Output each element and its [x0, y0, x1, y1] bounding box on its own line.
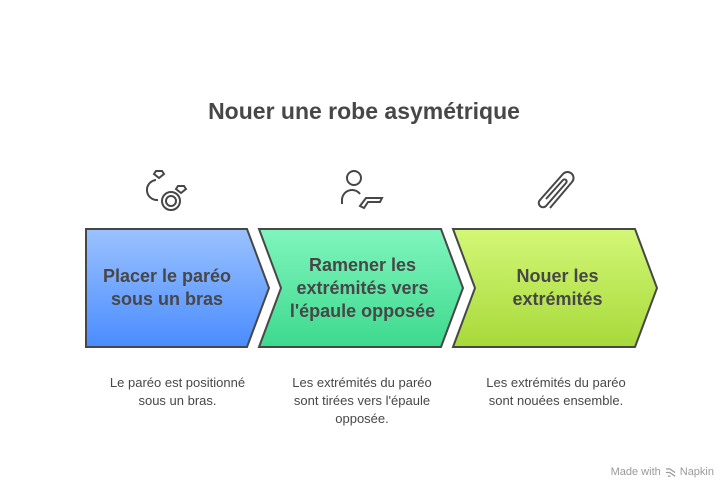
step-2-label: Ramener les extrémités vers l'épaule opp… [289, 254, 436, 321]
step-1-label: Placer le paréo sous un bras [102, 266, 232, 309]
made-with-text: Made with [610, 466, 661, 478]
step-2-shape [257, 228, 465, 348]
step-2-description: Les extrémités du paréo sont tirées vers… [292, 375, 432, 426]
diagram-title: Nouer une robe asymétrique [208, 98, 520, 124]
napkin-brand-text: Napkin [679, 466, 714, 478]
step-1-shape [85, 228, 271, 348]
napkin-watermark: Made with Napkin [611, 466, 714, 478]
step-3-label: Nouer les extrémités [512, 266, 603, 309]
paperclip-icon [537, 171, 575, 209]
rings-icon [146, 170, 188, 211]
step-3-shape [451, 228, 659, 348]
step-3-description: Les extrémités du paréo sont nouées ense… [486, 375, 626, 408]
napkin-logo-icon [665, 467, 676, 477]
step-1-description: Le paréo est positionné sous un bras. [109, 375, 246, 408]
person-hand-icon [341, 170, 384, 210]
